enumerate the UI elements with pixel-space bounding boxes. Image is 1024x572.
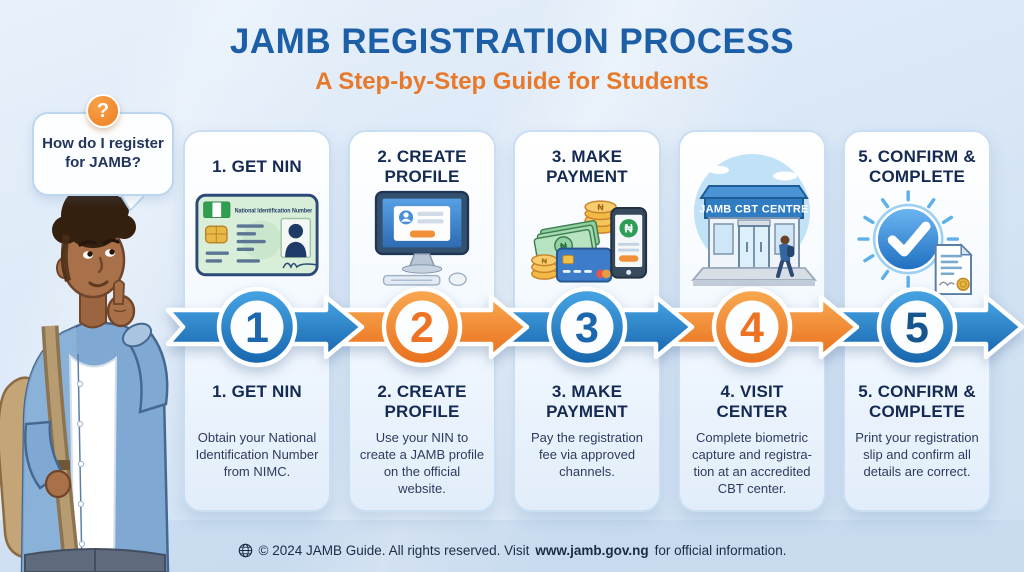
- step2-title: 2. CREATE PROFILE: [377, 382, 467, 422]
- step-circle-2: 2: [381, 286, 463, 368]
- footer: © 2024 JAMB Guide. All rights reserved. …: [0, 543, 1024, 558]
- step5-top-title: 5. CONFIRM & COMPLETE: [858, 147, 976, 186]
- step4-description: Complete biometric capture and registra-…: [692, 430, 812, 496]
- process-arrow-band: 1 2 3 4 5: [165, 286, 1024, 368]
- nin-id-card-icon: National Identification Number: [195, 193, 319, 277]
- cbt-centre-building-icon: JAMB CBT CENTRE: [691, 154, 817, 286]
- step1-top-title: 1. GET NIN: [212, 157, 302, 177]
- step-number: 5: [905, 304, 929, 352]
- registration-slip-icon: [934, 243, 973, 296]
- step1-title: 1. GET NIN: [212, 382, 302, 401]
- step-number: 2: [410, 304, 434, 352]
- step5-description: Print your registration slip and confirm…: [855, 430, 979, 479]
- page-title: JAMB REGISTRATION PROCESS: [229, 22, 795, 61]
- speech-bubble-text: How do I register for JAMB?: [42, 135, 164, 171]
- student-illustration: [0, 184, 170, 572]
- step-circle-5: 5: [876, 286, 958, 368]
- step-circle-3: 3: [546, 286, 628, 368]
- walking-person-icon: [776, 235, 794, 278]
- step-number: 3: [575, 304, 599, 352]
- footer-text-suffix: for official information.: [654, 543, 787, 558]
- step2-top-title: 2. CREATE PROFILE: [377, 147, 467, 186]
- computer-profile-icon: [374, 190, 470, 287]
- step3-title: 3. MAKE PAYMENT: [546, 382, 628, 422]
- svg-text:₦: ₦: [542, 257, 548, 266]
- step-number: 1: [245, 304, 269, 352]
- step-circle-1: 1: [216, 286, 298, 368]
- step2-description: Use your NIN to create a JAMB profile on…: [359, 430, 485, 496]
- globe-icon: [238, 543, 252, 558]
- step1-description: Obtain your National Identification Numb…: [195, 430, 319, 479]
- step4-title: 4. VISIT CENTER: [716, 382, 788, 422]
- svg-text:National Identification Number: National Identification Number: [235, 208, 313, 215]
- svg-text:JAMB CBT CENTRE: JAMB CBT CENTRE: [699, 204, 809, 216]
- footer-link: www.jamb.gov.ng: [535, 543, 649, 558]
- checkmark-badge-icon: [857, 190, 973, 296]
- header: JAMB REGISTRATION PROCESS A Step-by-Step…: [0, 22, 1024, 96]
- svg-text:₦: ₦: [559, 241, 568, 253]
- step5-title: 5. CONFIRM & COMPLETE: [858, 382, 976, 422]
- step-circle-4: 4: [711, 286, 793, 368]
- page-subtitle: A Step-by-Step Guide for Students: [315, 68, 709, 95]
- footer-text-prefix: © 2024 JAMB Guide. All rights reserved. …: [258, 543, 530, 558]
- payment-methods-icon: ₦ ₦ ₦: [531, 200, 648, 283]
- footer-band: [0, 520, 1024, 572]
- svg-text:₦: ₦: [597, 202, 604, 212]
- step3-top-title: 3. MAKE PAYMENT: [546, 147, 628, 186]
- speech-bubble: How do I register for JAMB?: [32, 112, 174, 196]
- step-number: 4: [740, 304, 764, 352]
- question-mark-icon: ?: [86, 94, 120, 128]
- step3-description: Pay the registration fee via approved ch…: [530, 430, 643, 479]
- svg-text:₦: ₦: [624, 223, 633, 236]
